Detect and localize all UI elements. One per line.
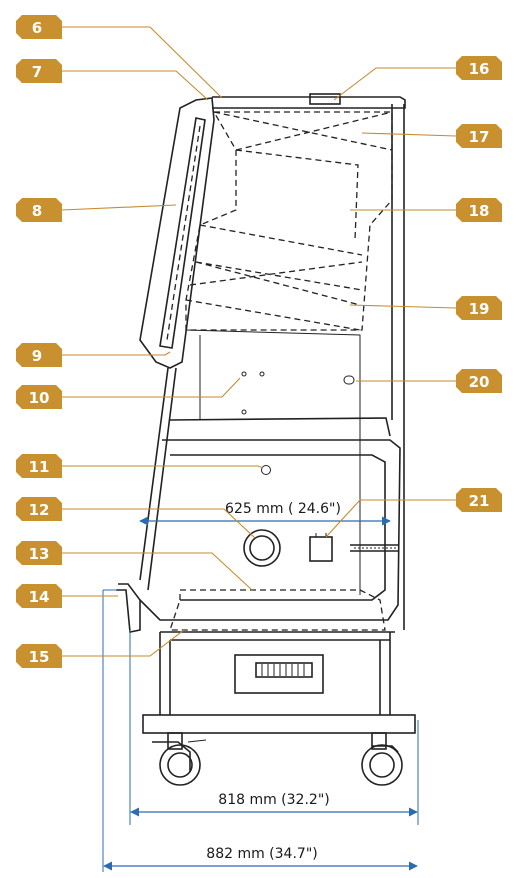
svg-text:8: 8 [32, 202, 42, 220]
callout-21: 21 [456, 488, 502, 512]
svg-text:9: 9 [32, 347, 42, 365]
callout-19: 19 [456, 296, 502, 320]
top-panel [212, 96, 406, 109]
callout-7: 7 [16, 59, 62, 83]
work-surface-front [170, 454, 386, 601]
chamber-wall [185, 329, 361, 595]
cabinet-drawing [116, 93, 416, 786]
callout-9: 9 [16, 343, 62, 367]
callout-8: 8 [16, 198, 62, 222]
callout-10: 10 [16, 385, 62, 409]
armrest [116, 583, 141, 633]
dimension-total-depth: 882 mm (34.7") [102, 589, 418, 872]
svg-text:12: 12 [29, 501, 50, 519]
callout-13: 13 [16, 541, 62, 565]
right-port [343, 375, 355, 385]
callout-6: 6 [16, 15, 62, 39]
callout-11: 11 [16, 454, 62, 478]
base-stand [142, 631, 416, 734]
lower-tray-dash [169, 589, 386, 631]
svg-text:10: 10 [29, 389, 50, 407]
dimension-total-depth-label: 882 mm (34.7") [206, 846, 317, 862]
callout-17: 17 [456, 124, 502, 148]
work-surface-tray [139, 439, 401, 621]
svg-text:11: 11 [29, 458, 50, 476]
svg-text:20: 20 [469, 373, 490, 391]
svg-text:21: 21 [469, 492, 490, 510]
caster-left [152, 732, 207, 786]
small-port-1 [241, 371, 247, 377]
callout-18: 18 [456, 198, 502, 222]
callout-20: 20 [456, 369, 502, 393]
filter-housing [185, 111, 393, 331]
svg-text:18: 18 [469, 202, 490, 220]
dimension-body-depth-label: 818 mm (32.2") [218, 792, 329, 808]
service-port-inner [249, 535, 275, 561]
caster-right [361, 732, 403, 786]
small-port-2 [259, 371, 265, 377]
callout-12: 12 [16, 497, 62, 521]
sash-glass [159, 117, 206, 349]
svg-text:7: 7 [32, 63, 42, 81]
drain-pipe [350, 544, 398, 552]
callouts: 6 7 8 9 10 11 12 13 14 15 16 17 18 19 20… [16, 15, 502, 668]
electrical-outlet [309, 536, 333, 562]
sash-glass-dash [166, 125, 201, 341]
gas-valve [261, 465, 271, 475]
svg-text:14: 14 [29, 588, 50, 606]
sash-window-frame [139, 97, 215, 369]
svg-text:6: 6 [32, 19, 42, 37]
dimension-body-depth: 818 mm (32.2") [129, 630, 419, 825]
dimension-inner-width: 625 mm ( 24.6") [139, 501, 391, 526]
small-port-3 [241, 409, 247, 415]
svg-text:15: 15 [29, 648, 50, 666]
work-surface-top [169, 417, 391, 437]
callout-16: 16 [456, 56, 502, 80]
dimension-inner-width-label: 625 mm ( 24.6") [225, 501, 341, 517]
svg-text:16: 16 [469, 60, 490, 78]
service-port-outer [243, 529, 281, 567]
svg-text:13: 13 [29, 545, 50, 563]
svg-text:17: 17 [469, 128, 490, 146]
callout-15: 15 [16, 644, 62, 668]
callout-14: 14 [16, 584, 62, 608]
svg-text:19: 19 [469, 300, 490, 318]
front-panel [139, 367, 177, 591]
exhaust-connector [309, 93, 341, 105]
leader-lines [61, 26, 457, 657]
